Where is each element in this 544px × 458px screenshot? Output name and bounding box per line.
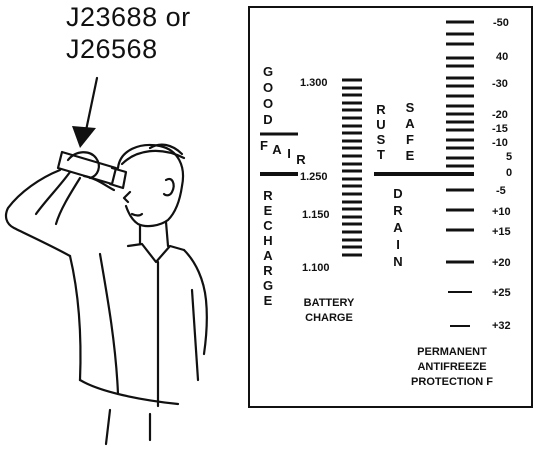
fair-letter: F [260,138,268,153]
battery-reading: 1.100 [302,262,330,274]
safe-letter: F [406,132,414,147]
battery-reading: 1.150 [302,209,330,221]
recharge-letter: H [263,233,273,248]
antifreeze-temp-label: +15 [492,226,511,238]
fair-letter: A [272,142,282,157]
battery-reading: 1.300 [300,77,328,89]
safe-letter: E [405,148,415,163]
antifreeze-protection-caption: PERMANENT ANTIFREEZE PROTECTION F [396,345,508,390]
fair-letter: R [296,152,306,167]
recharge-letter: C [263,218,273,233]
antifreeze-temp-label: -10 [492,137,508,149]
safe-letter: S [405,100,415,115]
tool-number-label-line1: J23688 or [66,2,191,32]
drain-letter: D [393,186,403,201]
antifreeze-temp-label: -20 [492,109,508,121]
antifreeze-temp-label: 0 [506,167,513,179]
good-letter: G [262,64,274,79]
drain-letter: N [393,254,403,269]
antifreeze-caption-line: ANTIFREEZE [417,361,487,373]
battery-caption-line: BATTERY [303,297,355,309]
drain-letter: I [396,237,400,252]
battery-charge-caption: BATTERY CHARGE [289,296,369,326]
technician-illustration [4,76,208,446]
battery-caption-line: CHARGE [305,312,353,324]
rust-letter: S [376,132,386,147]
antifreeze-temp-label: -15 [492,123,508,135]
antifreeze-temp-label: -50 [493,17,509,29]
antifreeze-temp-label: -5 [496,185,506,197]
antifreeze-temp-label: 5 [506,151,513,163]
antifreeze-temp-label: +32 [492,320,511,332]
battery-reading: 1.250 [300,171,328,183]
good-letter: O [262,96,274,111]
tool-number-label-line2: J26568 [66,34,158,64]
safe-letter: A [405,116,415,131]
recharge-letter: G [262,278,274,293]
good-letter: O [262,80,274,95]
recharge-letter: A [263,248,273,263]
fair-letter: I [287,146,291,161]
shoulder-right [182,248,208,356]
antifreeze-temp-label: 40 [496,51,509,63]
raised-arm [4,168,72,258]
drain-letter: A [393,220,403,235]
good-letter: D [263,112,273,127]
antifreeze-temp-label: -30 [492,78,508,90]
recharge-letter: R [263,188,273,203]
pointer-arrowhead [72,126,96,148]
antifreeze-caption-line: PROTECTION F [411,376,493,388]
recharge-letter: R [263,263,273,278]
antifreeze-temp-label: +25 [492,287,511,299]
rust-letter: T [377,147,385,162]
drain-letter: R [393,203,403,218]
antifreeze-temp-label: +20 [492,257,511,269]
refractometer-scale-panel [248,6,533,408]
recharge-letter: E [263,203,273,218]
rust-letter: U [376,117,386,132]
recharge-letter: E [263,293,273,308]
antifreeze-temp-label: +10 [492,206,511,218]
antifreeze-caption-line: PERMANENT [417,346,487,358]
rust-letter: R [376,102,386,117]
